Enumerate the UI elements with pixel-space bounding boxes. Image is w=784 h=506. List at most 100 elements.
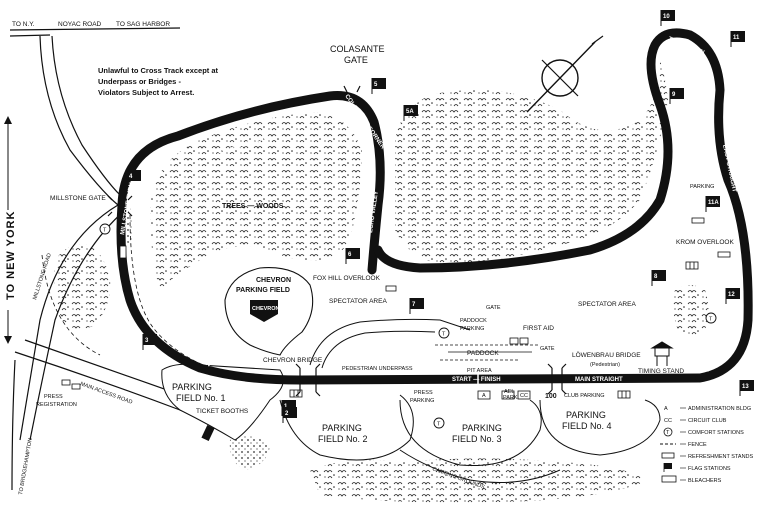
woods-west [54,244,111,329]
parking4-loop [539,399,661,456]
legend-text: CIRCUIT CLUB [688,418,727,424]
label-echo-valley: ECHO VALLEY [368,191,380,234]
woods-sw [229,436,270,470]
admin-boxes [477,390,531,400]
noyac-road [9,27,181,31]
chevron-bridge-label: CHEVRON BRIDGE [263,357,323,364]
flag-station-8: 8 [651,270,666,286]
circuit-arents-east [373,28,753,383]
flag-station-5: 5 [371,78,386,94]
press-parking-label2: PARKING [410,398,434,404]
pf1-label1: PARKING [172,382,212,392]
flag-station-number: 12 [728,292,735,298]
press-registration-label2: REGISTRATION [36,402,77,408]
comfort-station-icon: T [705,312,717,324]
bridgehampton-road [11,359,16,491]
chevron-logo: CHEVRON [250,300,280,322]
flag-station-number: 4 [129,174,133,180]
lowenbrau-bridge-symbol [547,363,567,395]
compass [526,35,604,113]
comfort-station-icon: T [433,417,445,429]
pf2-label2: FIELD No. 2 [318,434,368,444]
spectator-area-2: SPECTATOR AREA [578,301,636,308]
legend-symbol: A [664,406,668,412]
flag-station-9: 9 [669,88,684,104]
flag-station-number: 8 [654,274,658,280]
box-a: A [482,393,486,399]
notice-line1: Unlawful to Cross Track except at [98,66,219,75]
ticket-booth-block [201,424,215,442]
flag-station-number: 9 [672,92,676,98]
chevron-field-label1: CHEVRON [256,277,291,284]
dist-100-label: 100 [545,393,557,400]
flag-station-number: 13 [742,384,749,390]
flag-station-number: 3 [145,338,149,344]
woods-east [395,60,668,265]
pf4-label1: PARKING [566,410,606,420]
legend-text: ADMINISTRATION BLDG [688,406,751,412]
road-sag-harbor: TO SAG HARBOR [116,21,170,28]
pf4-label2: FIELD No. 4 [562,421,612,431]
internal-road-chevron2 [321,330,436,369]
flag-station-number: 11A [708,200,719,206]
road-bridgehampton: TO BRIDGEHAMPTON [18,438,34,496]
paddock-label: PADDOCK [467,350,499,357]
svg-text:T: T [709,317,713,323]
bleachers [289,261,699,399]
box-ael: AEL [504,389,514,395]
flag-station-number: 5 [374,82,378,88]
label-start-finish: START — FINISH [452,377,501,383]
colasante-gate-label2: GATE [344,55,368,65]
pf2-label1: PARKING [322,423,362,433]
woods-areas [54,60,709,503]
road-noyac: NOYAC ROAD [58,21,102,28]
flag-station-12: 12 [725,288,740,304]
flag-station-2: 2 [282,407,297,423]
parking-label-east: PARKING [690,184,714,190]
flag-station-number: 11 [733,35,740,41]
flag-station-3: 3 [142,334,157,350]
circuit-north-loop [117,91,385,275]
legend-text: BLEACHERS [688,478,722,484]
fox-hill-label: FOX HILL OVERLOOK [313,275,381,282]
gate2-label: GATE [540,346,555,352]
woods-se [673,285,709,335]
flag-station-4: 4 [126,170,141,186]
flag-station-11: 11 [730,31,745,47]
road-millstone: MILLSTONE ROAD [32,253,53,301]
legend-item: A ADMINISTRATION BLDG [664,406,751,412]
flag-station-13: 13 [739,380,754,396]
trees-woods-label: TREES — WOODS [222,203,284,210]
timing-stand-icon [650,341,674,366]
legend-item: FLAG STATIONS [663,463,731,472]
pf3-label2: FIELD No. 3 [452,434,502,444]
woods-infield [150,112,362,290]
press-registration-label1: PRESS [44,394,63,400]
paddock-parking-label2: PARKING [460,326,484,332]
road-main-access: MAIN ACCESS ROAD [79,381,133,405]
chevron-field-label2: PARKING FIELD [236,287,290,294]
ped-underpass-label: PEDESTRIAN UNDERPASS [342,366,413,372]
legend-symbol: T [666,430,670,436]
millstone-gate-symbol [107,195,133,217]
millstone-road [19,204,119,441]
arrow-down-head [4,336,12,344]
fence2 [41,254,101,356]
legend-text: COMFORT STATIONS [688,430,744,436]
to-new-york: TO NEW YORK [5,211,17,300]
timing-stand-label: TIMING STAND [638,368,684,375]
ticket-booths-label: TICKET BOOTHS [196,408,249,415]
flag-station-number: 2 [285,411,289,417]
flag-station-number: 7 [412,302,416,308]
comfort-station-icon: T [99,223,111,235]
pf1-label2: FIELD No. 1 [176,393,226,403]
label-main-straight: MAIN STRAIGHT [575,377,623,383]
legend-symbol [661,452,675,459]
first-aid-label: FIRST AID [523,325,554,332]
legend-item: T COMFORT STATIONS [663,427,744,437]
flag-station-7: 7 [409,298,424,314]
